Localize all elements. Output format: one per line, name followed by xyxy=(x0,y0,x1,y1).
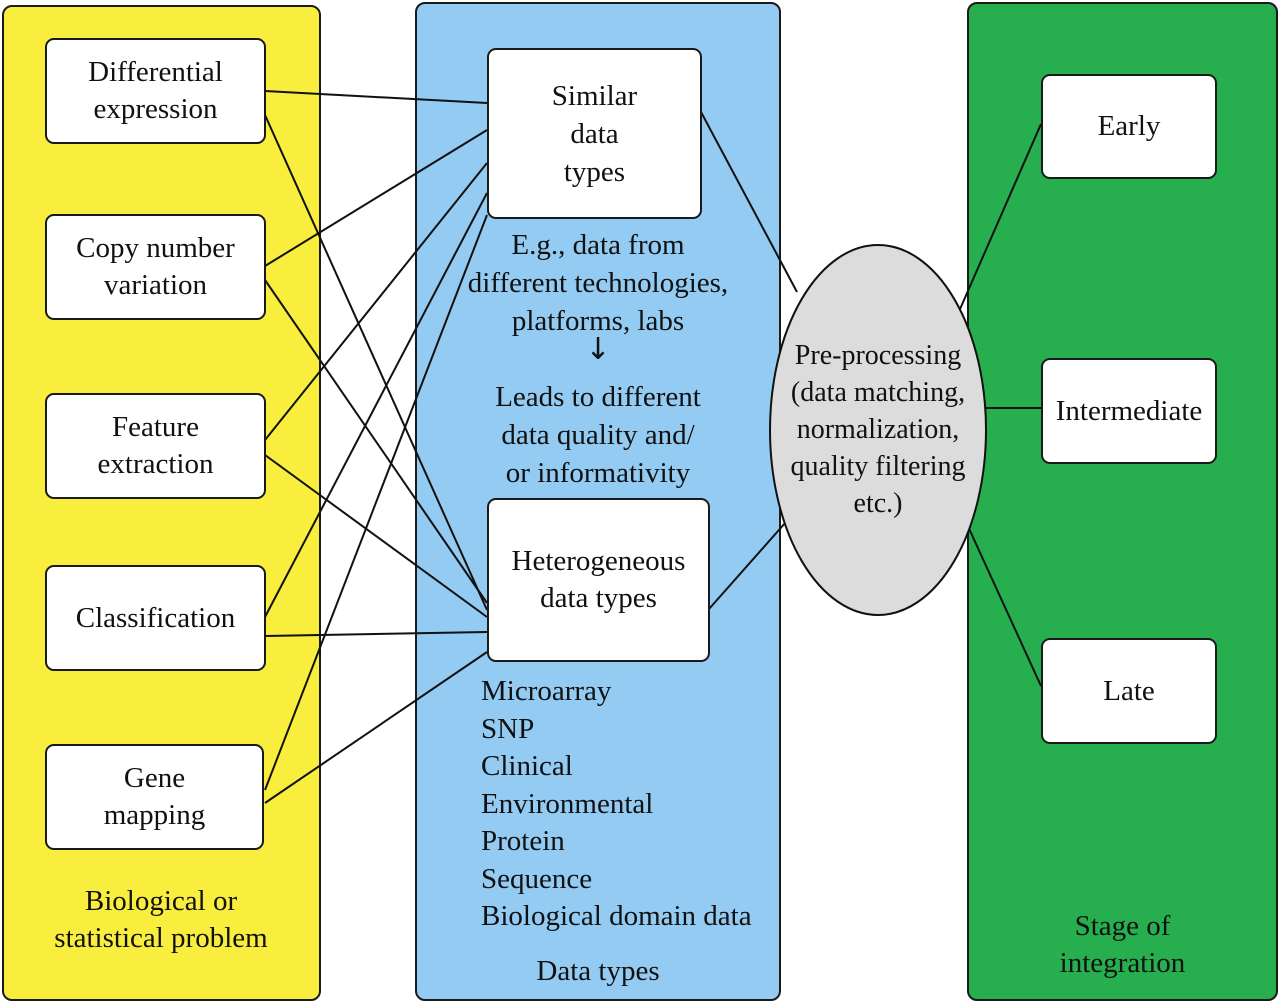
list-item: Environmental xyxy=(481,787,654,820)
data-types-panel-title: Data types xyxy=(536,955,660,987)
list-item: Clinical xyxy=(481,750,573,782)
heterogeneous-examples-list: Microarray SNP Clinical Environmental Pr… xyxy=(481,673,752,936)
list-item: SNP xyxy=(481,712,535,745)
node-late[interactable]: Late xyxy=(1041,638,1217,744)
problem-panel xyxy=(2,5,321,1001)
node-feature-extraction[interactable]: Feature extraction xyxy=(45,393,266,499)
list-item: Protein xyxy=(481,825,565,857)
list-item: Sequence xyxy=(481,862,593,895)
stage-panel-title: Stage of integration xyxy=(1059,910,1186,979)
data-quality-note: Leads to different data quality and/ or … xyxy=(495,381,701,489)
node-gene-mapping[interactable]: Gene mapping xyxy=(45,744,264,850)
pre-processing-label: Pre-processing (data matching, normaliza… xyxy=(790,340,966,519)
similar-data-note: E.g., data from different technologies, … xyxy=(467,229,729,337)
list-item: Microarray xyxy=(481,675,612,707)
list-item: Biological domain data xyxy=(481,900,752,932)
arrow-down-icon: ↓ xyxy=(585,332,611,367)
node-differential-expression[interactable]: Differential expression xyxy=(45,38,266,144)
node-similar-data-types[interactable]: Similar data types xyxy=(487,48,702,219)
node-copy-number-variation[interactable]: Copy number variation xyxy=(45,214,266,320)
node-intermediate[interactable]: Intermediate xyxy=(1041,358,1217,464)
problem-panel-title: Biological or statistical problem xyxy=(54,885,268,954)
node-heterogeneous-data-types[interactable]: Heterogeneous data types xyxy=(487,498,710,662)
node-early[interactable]: Early xyxy=(1041,74,1217,179)
node-classification[interactable]: Classification xyxy=(45,565,266,671)
